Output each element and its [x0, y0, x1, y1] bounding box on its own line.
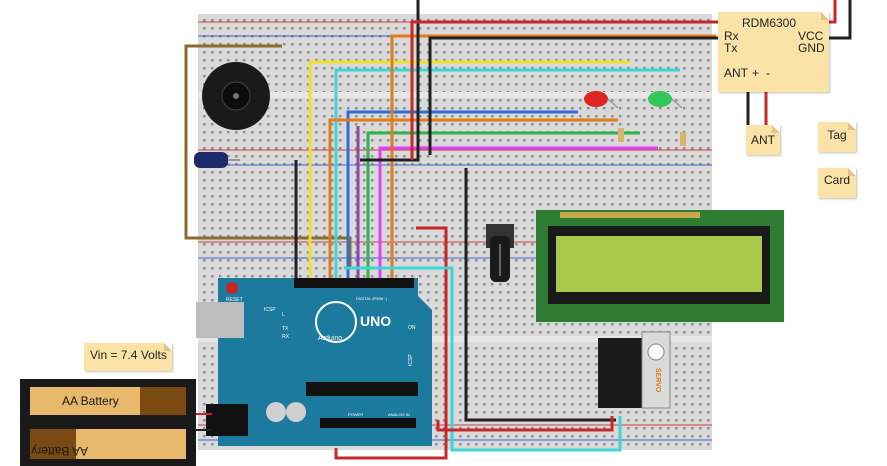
rdm6300-minus: - — [766, 66, 770, 80]
arduino-on: ON — [408, 325, 416, 331]
arduino-brand: Arduino — [318, 335, 342, 342]
arduino-l: L — [282, 312, 285, 318]
rdm6300-vcc: VCC — [798, 29, 824, 43]
wire-blue — [346, 110, 578, 282]
rdm6300-rx: Rx — [724, 29, 739, 43]
battery-bottom-label: AA Battery — [31, 444, 88, 458]
wire-red-rdm — [410, 0, 837, 160]
arduino-icsp: ICSP — [264, 307, 276, 313]
resistors — [618, 128, 686, 146]
wire-yellow — [308, 60, 630, 282]
potentiometer — [486, 224, 514, 282]
piezo-buzzer — [202, 62, 270, 130]
arduino-uno: UNO Arduino RESET ICSP DIGITAL (PWM~) PO… — [196, 278, 432, 446]
wire-red-pot — [334, 226, 448, 460]
arduino-tx: TX — [282, 326, 289, 332]
vin-note: Vin = 7.4 Volts — [84, 343, 172, 371]
servo-label: SERVO — [654, 368, 661, 393]
battery-pack: AA Battery AA Battery — [20, 379, 212, 466]
arduino-power: POWER — [348, 412, 363, 417]
capacitor — [194, 152, 240, 168]
wire-cyan-top — [334, 68, 680, 282]
wire-black-rdm — [360, 0, 420, 162]
wire-red-servo — [436, 416, 614, 432]
rdm6300-module: RDM6300 Rx Tx VCC GND ANT + - — [718, 12, 829, 92]
battery-top-label: AA Battery — [62, 394, 119, 408]
wire-green — [366, 131, 640, 282]
arduino-digital: DIGITAL (PWM~) — [356, 296, 388, 301]
rdm6300-gnd: GND — [798, 41, 825, 55]
arduino-rx: RX — [282, 334, 290, 340]
wire-orange — [328, 118, 618, 282]
rdm6300-ant: ANT — [724, 66, 748, 80]
wire-orange-long — [390, 34, 716, 282]
wire-magenta — [378, 146, 658, 282]
led-red — [584, 91, 619, 109]
wire-black-servo — [464, 168, 616, 422]
arduino-reset: RESET — [226, 297, 243, 303]
lcd-display — [536, 210, 784, 322]
wires — [184, 0, 852, 460]
card-note: Card — [818, 168, 856, 198]
led-green — [648, 91, 683, 109]
rdm6300-title: RDM6300 — [742, 16, 797, 30]
tag-note: Tag — [818, 122, 856, 152]
arduino-logo: UNO — [360, 313, 391, 329]
antenna-note: ANT — [746, 125, 780, 155]
arduino-icsp2: ICSP — [408, 354, 414, 366]
wire-cyan-servo — [344, 266, 622, 452]
wire-brown — [184, 44, 352, 268]
arduino-analog: ANALOG IN — [388, 412, 410, 417]
rdm6300-plus: + — [752, 66, 760, 80]
servo-motor: SERVO — [598, 331, 671, 409]
rdm6300-tx: Tx — [724, 41, 738, 55]
wire-black-gnd — [428, 0, 852, 155]
